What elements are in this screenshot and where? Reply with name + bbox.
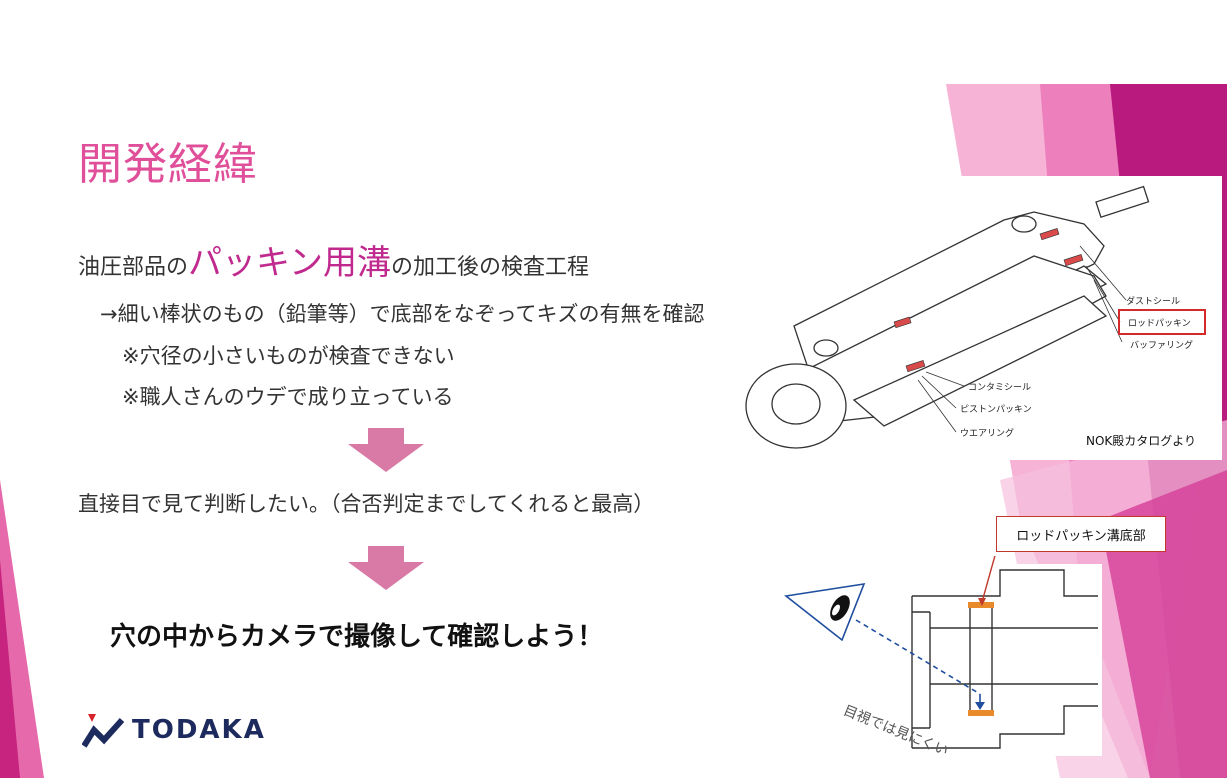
note-line-2: ※職人さんのウデで成り立っている: [122, 385, 454, 409]
logo-mark-icon: [82, 714, 125, 748]
desire-line: 直接目で見て判断したい。（合否判定までしてくれると最高）: [78, 492, 655, 516]
label-contamination-seal: コンタミシール: [968, 383, 1032, 393]
intro-suffix: の加工後の検査工程: [391, 255, 590, 280]
cylinder-illustration: [745, 185, 1150, 449]
note-line-1: ※穴径の小さいものが検査できない: [122, 344, 455, 368]
logo-text: TODAKA: [132, 715, 266, 745]
rod-packing-highlight: [1118, 309, 1206, 335]
company-logo: TODAKA: [82, 712, 266, 748]
slide-title: 開発経緯: [78, 139, 258, 190]
label-rod-packing: ロッドパッキン: [1128, 319, 1191, 329]
groove-diagram: [784, 556, 1102, 756]
groove-callout: ロッドパッキン溝底部: [996, 516, 1166, 552]
label-buffer-ring: バッファリング: [1130, 341, 1194, 351]
down-arrow-icon: [348, 546, 424, 590]
conclusion-text: 穴の中からカメラで撮像して確認しよう！: [110, 622, 604, 652]
method-line: →細い棒状のもの（鉛筆等）で底部をなぞってキズの有無を確認: [100, 302, 705, 326]
cylinder-diagram: ダストシール ロッドパッキン バッファリング コンタミシール ピストンパッキン …: [734, 176, 1222, 460]
intro-prefix: 油圧部品の: [78, 255, 189, 280]
down-arrow-icon: [348, 428, 424, 472]
intro-emphasis: パッキン用溝: [188, 243, 391, 283]
intro-line: 油圧部品のパッキン用溝の加工後の検査工程: [78, 238, 589, 293]
label-dust-seal: ダストシール: [1126, 297, 1181, 307]
catalog-source-label: NOK殿カタログより: [1086, 434, 1197, 448]
label-wear-ring: ウエアリング: [960, 429, 1015, 439]
label-piston-packing: ピストンパッキン: [960, 405, 1032, 415]
